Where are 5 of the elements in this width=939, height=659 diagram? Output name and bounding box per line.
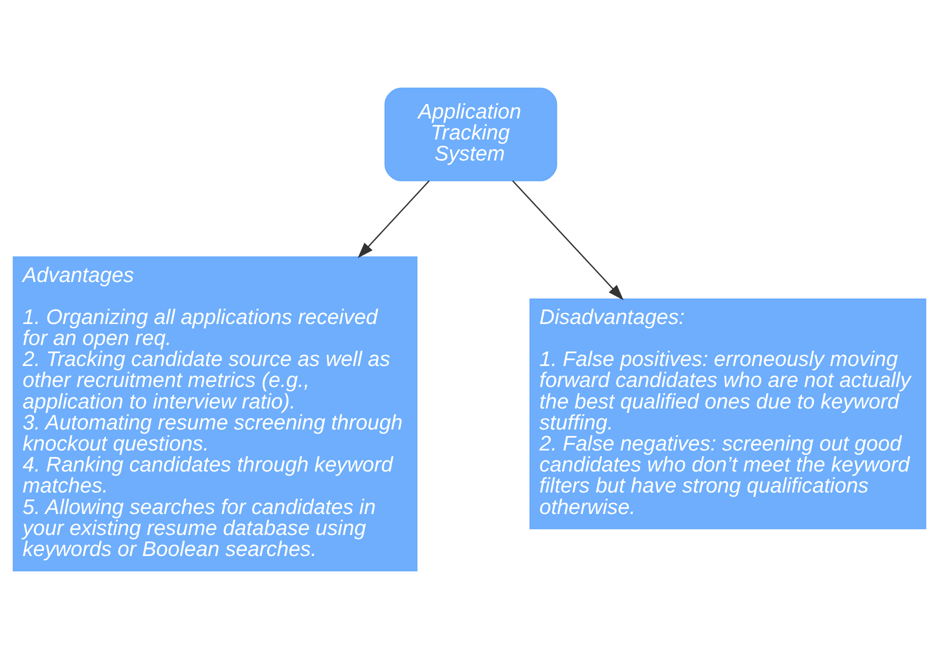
- arrow: [358, 180, 430, 258]
- node-box: Disadvantages: 1. False positives: erroneously moving forward candidates who are not actually the best qualified ones due to keyword stuffing. 2. False negatives: screening out good candidates who don’t meet the keyword filters but have strong qualifications otherwise.: [529, 298, 926, 530]
- node-box: Application Tracking System: [384, 88, 558, 182]
- node-box: Advantages 1. Organizing all applications received for an open req. 2. Tracking candidate source as well as other recruitment metrics (e.g., application to interview ratio). 3. Automating resume screening through knockout questions. 4. Ranking candidates through keyword matches. 5. Allowing searches for candidates in your existing resume database using keywords or Boolean searches.: [12, 256, 418, 572]
- arrow: [512, 180, 624, 300]
